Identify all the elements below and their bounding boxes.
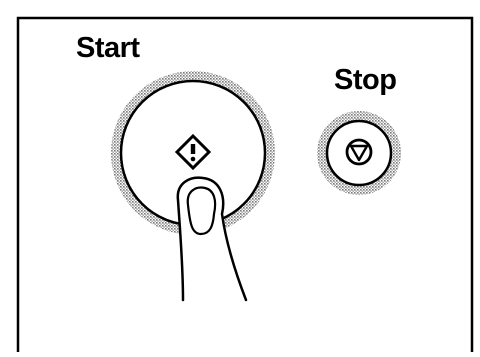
stop-label: Stop — [334, 66, 396, 95]
fingernail — [188, 188, 215, 234]
stop-triangle-icon — [347, 140, 371, 164]
stop-button[interactable] — [317, 111, 401, 195]
start-label: Start — [76, 34, 140, 63]
